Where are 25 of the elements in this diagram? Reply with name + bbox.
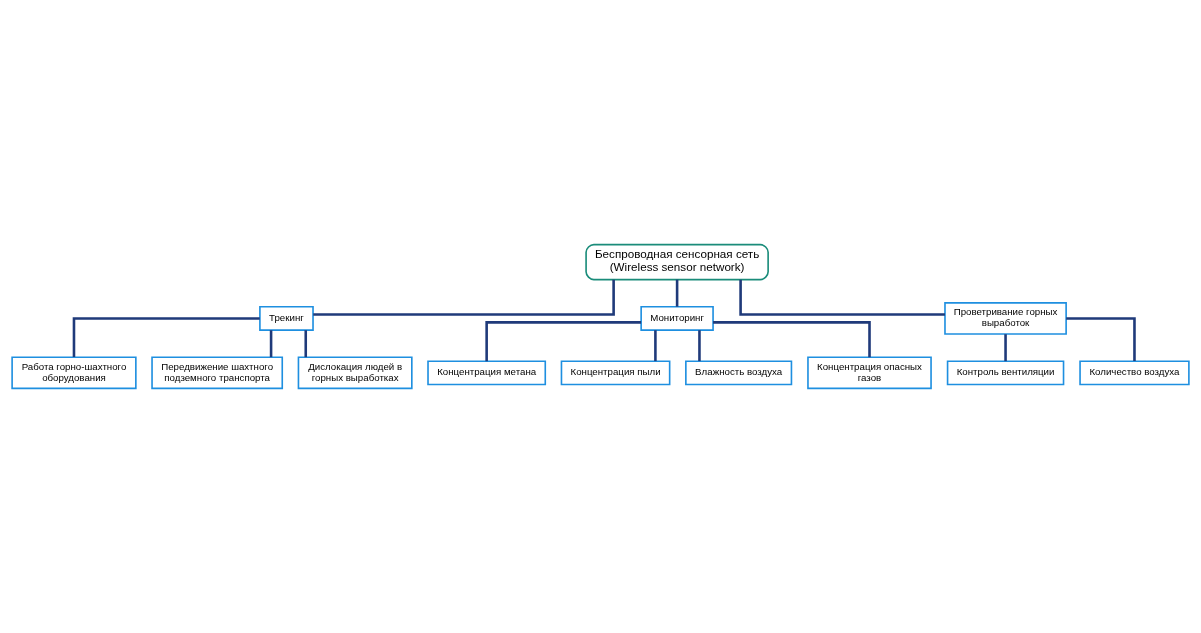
connector	[304, 330, 308, 358]
connector	[269, 330, 273, 358]
node-box: Проветривание горных выработок	[944, 302, 1067, 335]
connector	[1066, 317, 1136, 362]
node-box: Работа горно-шахтного оборудования	[11, 356, 137, 390]
connector	[675, 279, 679, 307]
connector	[313, 279, 615, 316]
node-box: Концентрация пыли	[560, 360, 671, 386]
node-box: Контроль вентиляции	[946, 360, 1065, 386]
node-box: Концентрация опасных газов	[807, 356, 932, 390]
connector	[698, 330, 701, 362]
connector	[739, 279, 945, 316]
connector	[654, 330, 657, 362]
node-box: Трекинг	[259, 305, 314, 331]
connector	[72, 317, 260, 358]
connector	[713, 321, 871, 358]
node-box: Количество воздуха	[1079, 360, 1190, 386]
node-box: Беспроводная сенсорная сеть (Wireless sensor network)	[585, 243, 769, 281]
node-box: Влажность воздуха	[685, 360, 793, 386]
node-box: Передвижение шахтного подземного транспорта	[151, 356, 284, 390]
node-box: Концентрация метана	[427, 360, 547, 386]
connector	[1004, 334, 1007, 362]
connector	[485, 321, 642, 362]
node-box: Мониторинг	[640, 305, 714, 331]
node-box: Дислокация людей в горных выработках	[297, 356, 413, 390]
